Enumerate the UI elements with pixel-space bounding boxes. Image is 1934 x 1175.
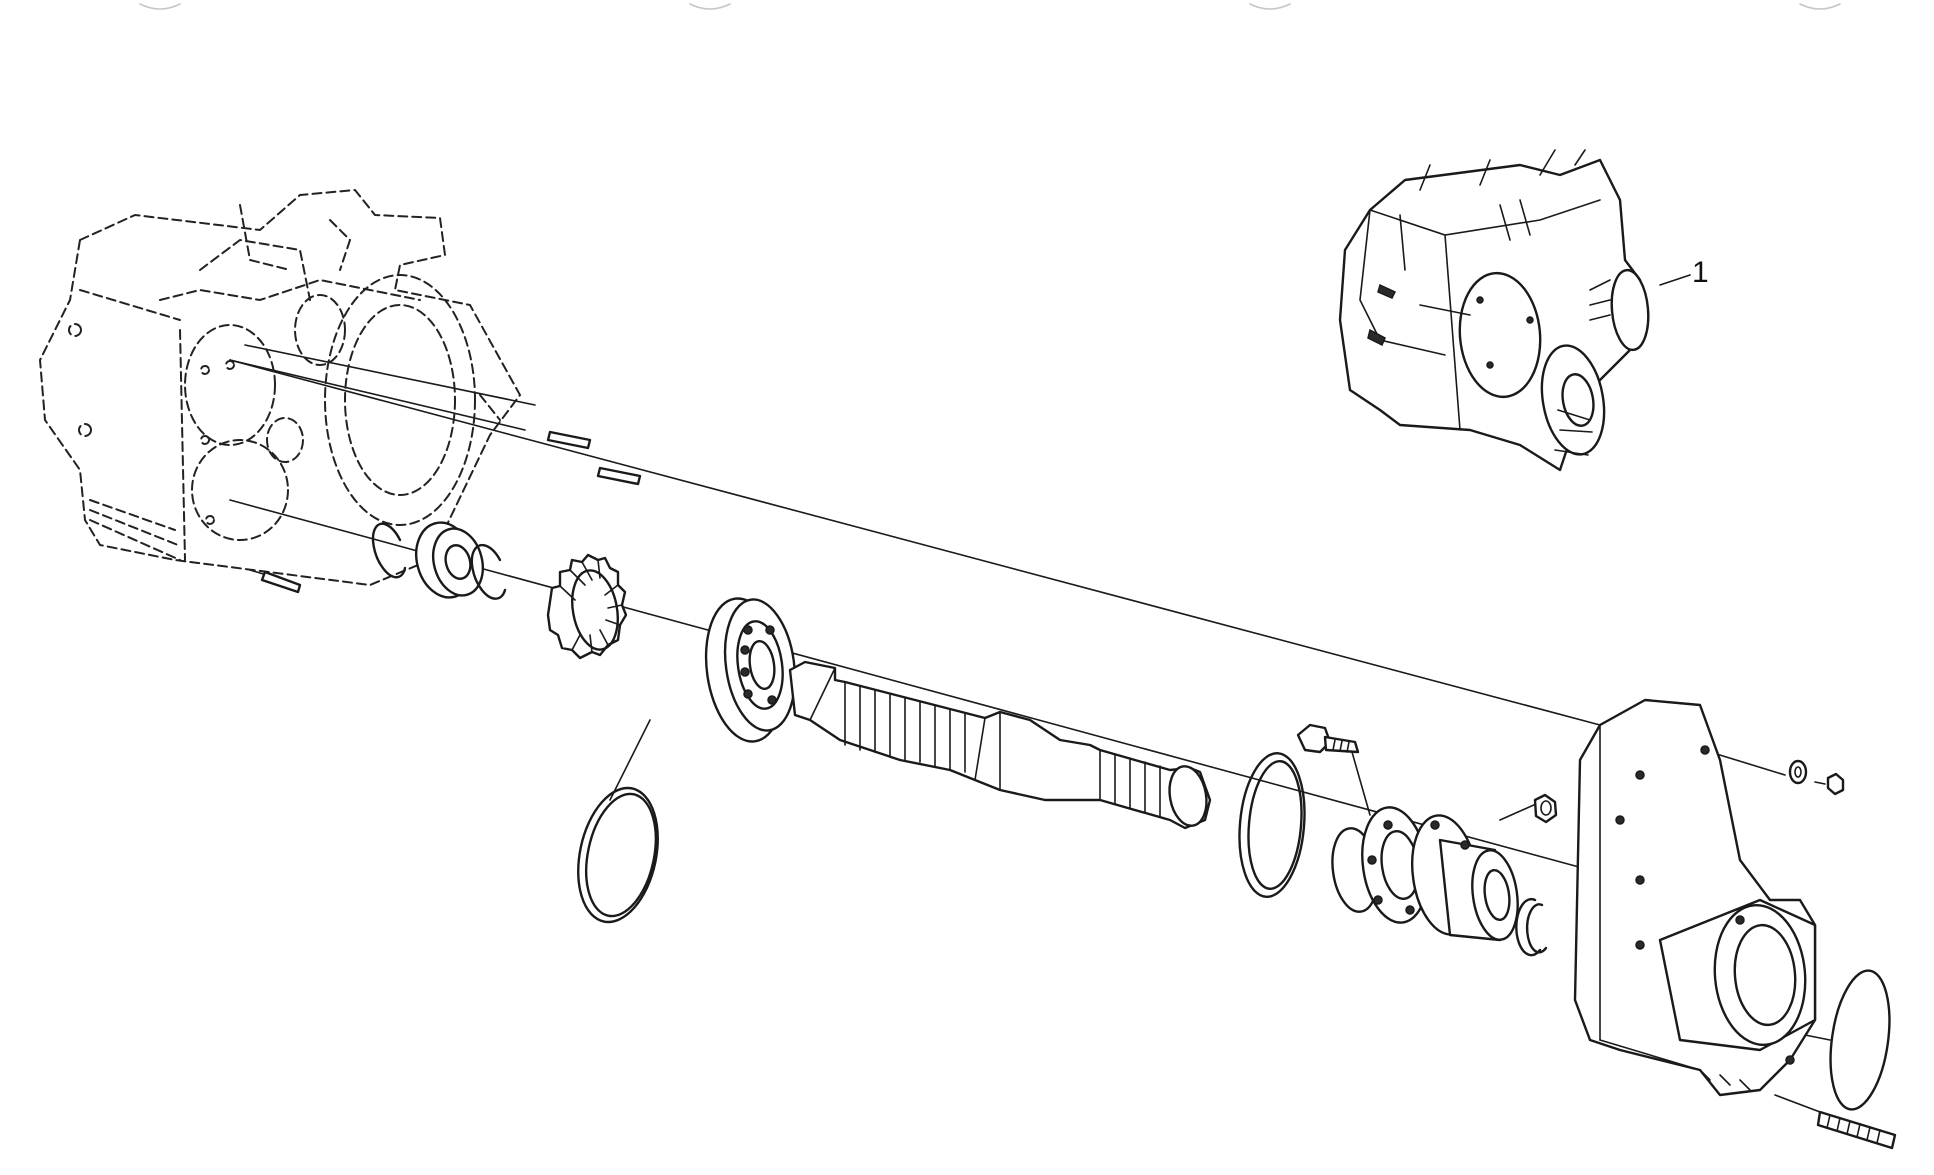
o-ring-right xyxy=(1829,969,1891,1111)
main-bearing xyxy=(704,597,797,743)
spur-gear xyxy=(546,553,628,660)
output-shaft xyxy=(788,660,1212,830)
coupling-flanges xyxy=(1331,806,1519,942)
shim-ring xyxy=(1238,752,1306,898)
gearbox-housing-outline xyxy=(38,188,522,587)
callout-1: 1 xyxy=(1659,256,1709,289)
dowel-pins xyxy=(260,430,642,594)
bearing-set-left xyxy=(371,521,507,600)
small-circlip xyxy=(1515,898,1548,957)
scan-artifacts xyxy=(139,3,1841,10)
hex-bolt xyxy=(1296,723,1360,754)
rear-cover xyxy=(1573,698,1817,1097)
washer-and-nut xyxy=(1788,759,1845,796)
overview-assembly-inset xyxy=(1338,149,1650,472)
hex-nut xyxy=(1533,793,1558,824)
snap-ring-large xyxy=(577,786,659,924)
threaded-stud xyxy=(1816,1110,1897,1150)
callout-label: 1 xyxy=(1692,256,1709,289)
